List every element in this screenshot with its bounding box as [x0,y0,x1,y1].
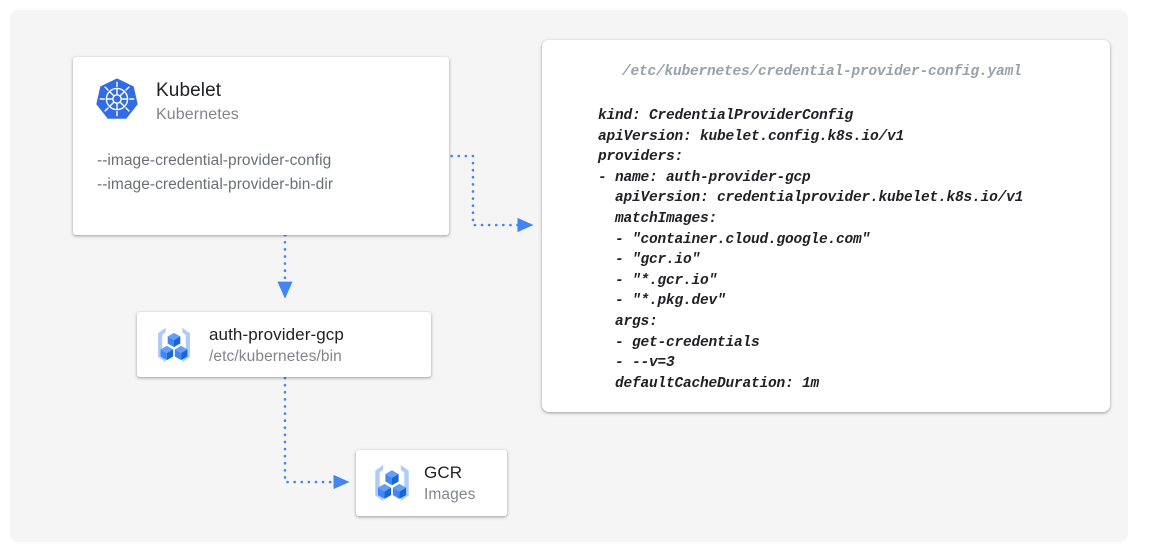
yaml-line: kind: CredentialProviderConfig [598,108,854,124]
kubernetes-logo-icon [96,78,138,119]
kubelet-flag-bin-dir: --image-credential-provider-bin-dir [97,176,334,193]
gcp-container-registry-icon [158,327,190,362]
gcp-container-registry-icon [375,464,409,502]
yaml-line: - get-credentials [598,334,760,351]
kubelet-title: Kubelet [156,80,222,101]
kubelet-subtitle: Kubernetes [156,106,239,123]
node-card-gcr[interactable]: GCR Images [356,450,507,516]
kubelet-header: Kubelet Kubernetes [95,77,427,126]
yaml-line: - "*.gcr.io" [598,272,718,289]
node-card-kubelet[interactable]: Kubelet Kubernetes --image-credential-pr… [73,57,449,235]
auth-provider-header: auth-provider-gcp /etc/kubernetes/bin [153,323,344,367]
kubelet-flag-list: --image-credential-provider-config --ima… [95,149,427,197]
gcr-titles: GCR Images [424,461,475,505]
yaml-line: apiVersion: credentialprovider.kubelet.k… [598,190,1024,207]
yaml-file-path: /etc/kubernetes/credential-provider-conf… [622,64,1022,80]
yaml-line: args: [598,313,658,330]
yaml-line: - "gcr.io" [598,252,701,269]
yaml-line: - "container.cloud.google.com" [598,231,871,248]
yaml-line: apiVersion: kubelet.config.k8s.io/v1 [598,128,905,145]
yaml-line: providers: [598,149,684,166]
gcr-header: GCR Images [370,461,475,505]
yaml-line: defaultCacheDuration: 1m [598,375,820,392]
kubelet-flag-config: --image-credential-provider-config [97,152,332,169]
yaml-line: - name: auth-provider-gcp [598,169,811,186]
yaml-line: - --v=3 [598,355,675,372]
yaml-line: - "*.pkg.dev" [598,293,726,310]
auth-provider-subtitle: /etc/kubernetes/bin [209,347,342,365]
node-card-auth-provider-gcp[interactable]: auth-provider-gcp /etc/kubernetes/bin [137,312,431,377]
yaml-line: matchImages: [598,210,718,227]
auth-provider-titles: auth-provider-gcp /etc/kubernetes/bin [209,323,344,367]
yaml-content: kind: CredentialProviderConfig apiVersion… [598,106,1082,394]
yaml-config-panel[interactable]: /etc/kubernetes/credential-provider-conf… [542,40,1110,412]
kubelet-titles: Kubelet Kubernetes [156,77,239,126]
gcr-subtitle: Images [424,486,476,503]
gcr-title: GCR [424,463,463,482]
auth-provider-title: auth-provider-gcp [209,324,344,344]
